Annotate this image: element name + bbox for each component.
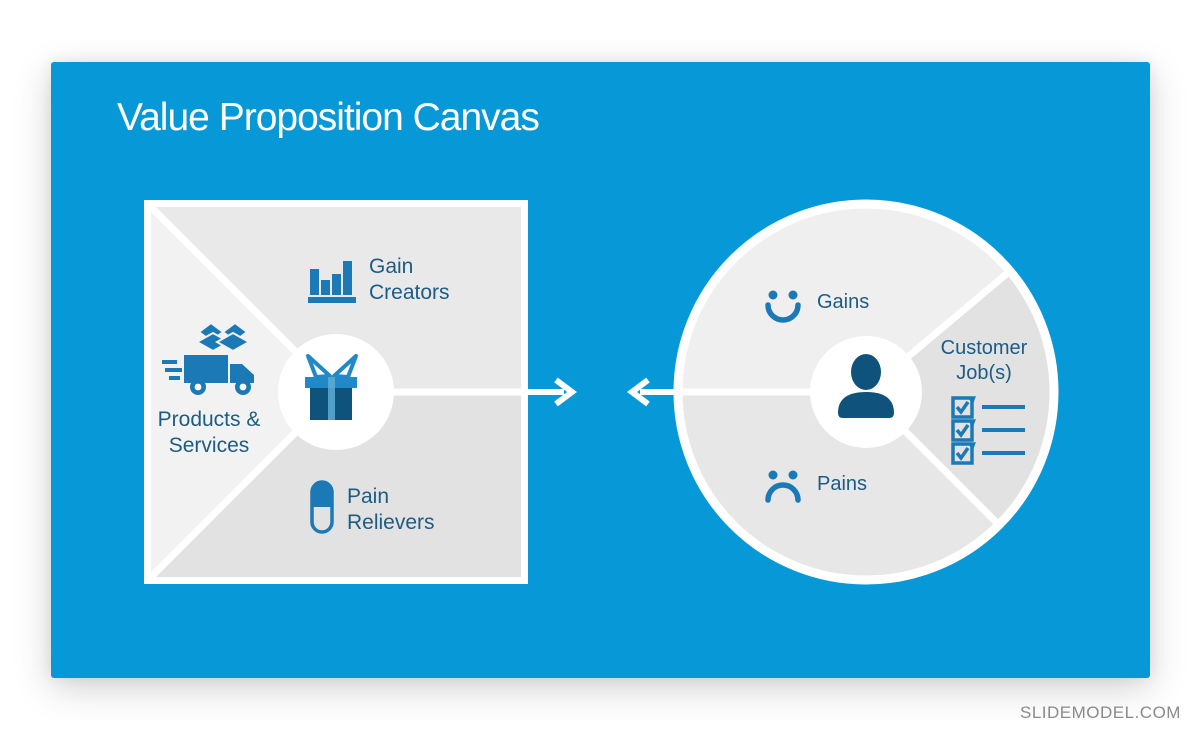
pains-label: Pains (817, 473, 868, 495)
products-services-label: Products & Services (157, 408, 261, 457)
customer-profile-circle (673, 199, 1059, 585)
person-icon (838, 354, 894, 418)
happy-face-icon (765, 290, 801, 323)
exchange-arrows (522, 377, 678, 407)
arrow-left-icon (627, 377, 678, 407)
pill-icon (310, 480, 334, 534)
brand-watermark: SLIDEMODEL.COM (1020, 703, 1181, 722)
gift-icon (305, 354, 358, 420)
sad-face-icon (765, 470, 801, 503)
slide-title: Value Proposition Canvas (117, 96, 540, 139)
gain-creators-label: Gain Creators (369, 255, 450, 304)
bar-chart-icon (308, 261, 356, 303)
gains-label: Gains (817, 291, 870, 313)
shipping-icon (162, 321, 254, 395)
checklist-icon (951, 396, 1025, 465)
arrow-right-icon (522, 377, 577, 407)
customer-jobs-label: Customer Job(s) (940, 337, 1028, 384)
pain-relievers-label: Pain Relievers (347, 485, 435, 534)
